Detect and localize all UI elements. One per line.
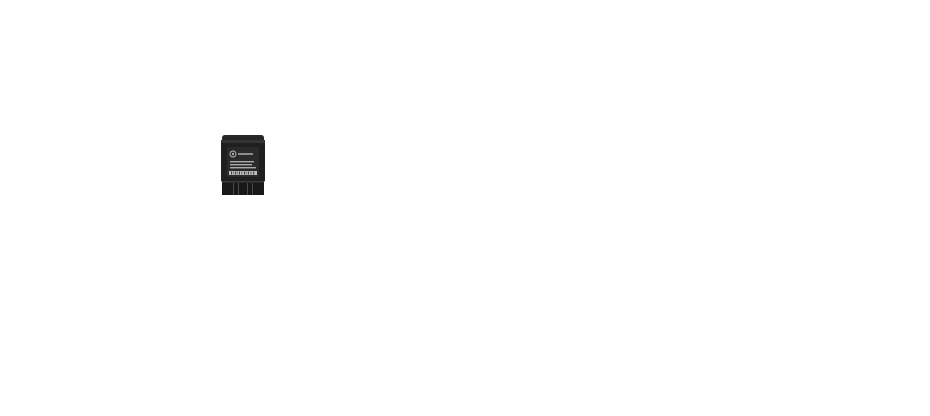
barcode-strip (229, 171, 257, 175)
brand-logo-icon (229, 150, 237, 158)
battery-pack-photo (219, 134, 267, 196)
battery-grip (222, 181, 264, 195)
